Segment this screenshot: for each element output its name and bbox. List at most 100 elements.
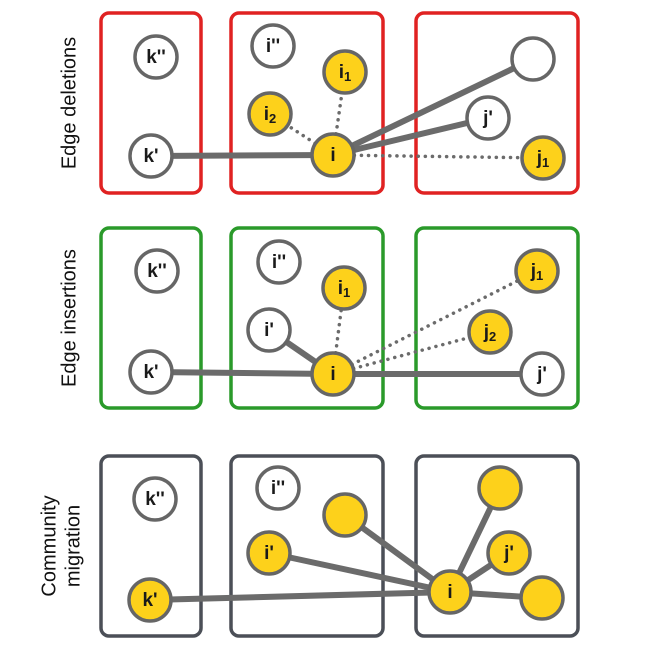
edge-k1-i [149,589,451,603]
node-k1: k' [128,349,174,395]
node-ip: i' [246,530,292,576]
node-k2: k'' [132,476,178,522]
node-label: i2 [264,104,277,126]
node-label: i'' [266,36,280,57]
node-j1: j1 [520,135,566,181]
node-circle [133,34,179,80]
row-label: Edge insertions [58,249,80,387]
row-edge-insertions: Edge insertions k'' k' i'' i1 i' i j1 j2 j' [58,226,580,410]
node-circle [519,351,565,397]
node-label: j1 [536,148,550,170]
node-circle [132,476,178,522]
node-circle [467,309,513,355]
node-jp: j' [519,351,565,397]
node-label: i [330,145,335,166]
node-circle [321,265,367,311]
node-label: i [447,582,452,603]
node-label: j' [536,364,547,385]
node-circle [510,36,556,82]
row-edge-deletions: Edge deletions k'' k' i'' i1 i2 i j' j1 [58,11,580,195]
node-label: i' [264,320,274,341]
node-label: k'' [146,47,166,68]
node-label: i1 [338,278,351,300]
node-circle [250,23,296,69]
node-circle [310,351,356,397]
node-k2: k'' [133,34,179,80]
node-circle [134,248,180,294]
node-circle [322,492,368,538]
community-box-3 [414,226,580,410]
node-i: i [310,132,356,178]
node-label: i [330,364,335,385]
node-circle [247,91,293,137]
community-box-1 [99,226,203,410]
node-circle [486,530,532,576]
node-label: j2 [483,322,497,344]
node-jp: j' [486,530,532,576]
community-box-3 [414,11,580,195]
node-j2: j2 [467,309,513,355]
node-label: k'' [147,261,167,282]
node-i2q: i'' [250,23,296,69]
node-circle [519,575,565,621]
row-label: Edge deletions [58,37,80,169]
node-label: i'' [272,252,286,273]
dotted-edge-i-j2 [331,330,492,376]
node-label: k' [143,146,158,167]
row-label-line: migration [62,505,84,587]
community-box-1 [99,11,203,195]
node-circle [520,135,566,181]
node-circle [246,307,292,353]
row-label-line: Edge deletions [58,37,80,169]
node-label: i'' [271,478,285,499]
node-label: j1 [530,261,544,283]
community-box-2 [229,11,385,195]
node-i1: i1 [322,49,368,95]
dotted-edge-i-j1 [331,269,539,376]
node-label: k'' [145,489,165,510]
node-label: j' [503,543,514,564]
node-k1: k' [128,133,174,179]
node-circle [246,530,292,576]
community-box-2 [229,226,385,410]
community-box-1 [99,454,203,638]
node-i1: i1 [321,265,367,311]
edge-k1-i [150,152,334,159]
node-blank2 [477,465,523,511]
edge-i-top [331,56,535,158]
node-label: i1 [339,62,352,84]
node-circle [127,577,173,623]
node-circle [514,248,560,294]
node-label: k' [142,590,157,611]
node-i2: i2 [247,91,293,137]
node-ip: i' [246,307,292,353]
edge-ip-i [268,550,451,595]
node-label: k' [143,362,158,383]
node-jp: j' [465,95,511,141]
row-label-line: Edge insertions [58,249,80,387]
node-circle [477,465,523,511]
node-circle [256,239,302,285]
node-circle [322,49,368,95]
node-i2q: i'' [255,465,301,511]
node-label: i' [264,543,274,564]
node-top [510,36,556,82]
node-i2q: i'' [256,239,302,285]
node-circle [128,133,174,179]
node-circle [465,95,511,141]
dotted-edge-i-j1 [331,153,545,160]
node-i: i [427,569,473,615]
row-label-line: Community [38,495,60,596]
node-circle [255,465,301,511]
node-k1: k' [127,577,173,623]
node-j1: j1 [514,248,560,294]
node-blank1 [322,492,368,538]
node-k2: k'' [134,248,180,294]
node-blank3 [519,575,565,621]
node-i: i [310,351,356,397]
node-label: j' [482,108,493,129]
community-box-3 [414,454,580,638]
